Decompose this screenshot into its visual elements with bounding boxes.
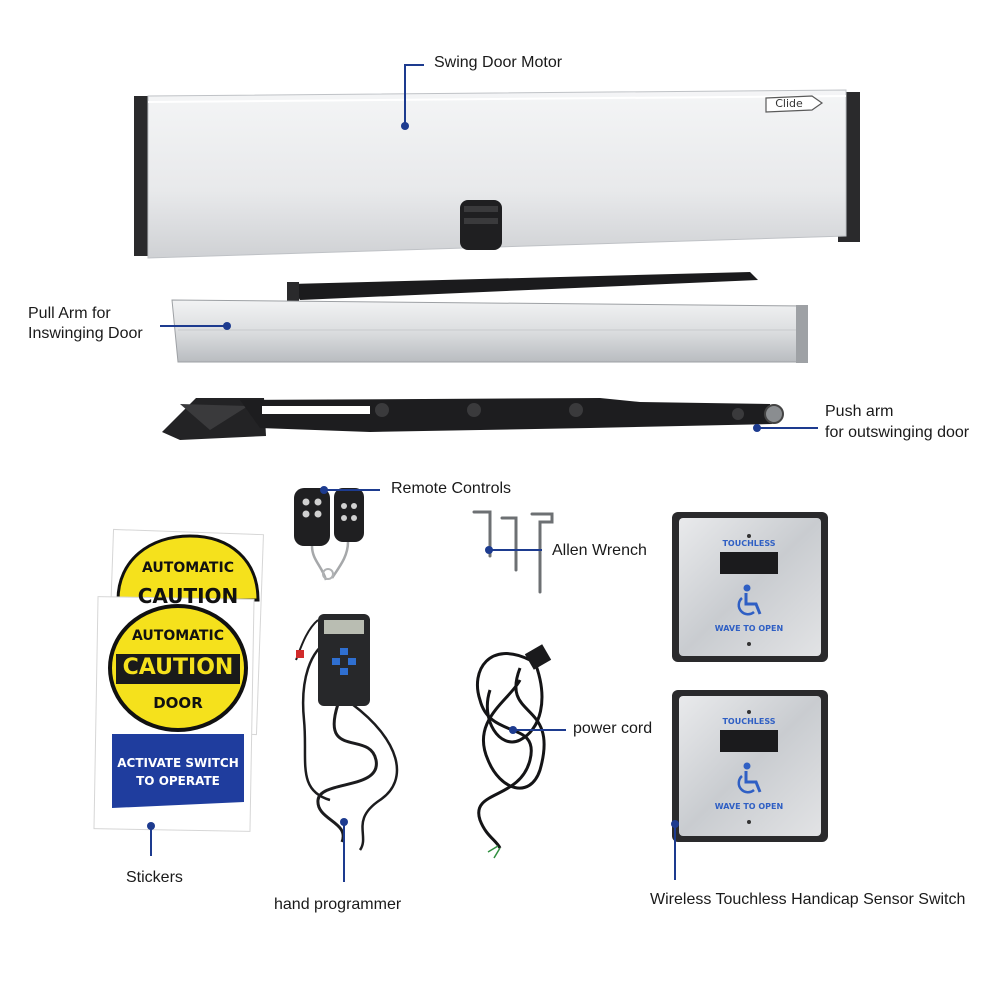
label-push-arm-line1: Push arm: [825, 403, 894, 420]
remote-controls: [294, 488, 364, 581]
hand-programmer-device: [295, 614, 399, 851]
callout-dot-allen: [485, 546, 493, 554]
allen-wrenches: [472, 510, 554, 594]
sticker-back-line2: CAUTION: [137, 584, 239, 608]
callout-line-hand-programmer: [343, 822, 345, 882]
callout-line-power-cord: [514, 729, 566, 731]
callout-line-allen: [490, 549, 542, 551]
wheelchair-icon: [734, 584, 766, 618]
callout-dot-motor: [401, 122, 409, 130]
callout-line-motor-h: [404, 64, 424, 66]
label-power-cord: power cord: [573, 720, 653, 737]
label-remote-controls: Remote Controls: [391, 480, 512, 497]
switch-bottom-touchless: TOUCHLESS: [722, 717, 776, 726]
callout-line-stickers: [150, 826, 152, 856]
label-hand-programmer: hand programmer: [274, 896, 402, 913]
label-push-arm-line2: for outswinging door: [825, 424, 970, 441]
sticker-front-line1: AUTOMATIC: [132, 628, 224, 644]
stickers-item: [93, 528, 264, 832]
motor-brand-badge: Clide: [775, 97, 803, 110]
callout-dot-power-cord: [509, 726, 517, 734]
push-arm: [162, 398, 784, 440]
sticker-front-line5: TO OPERATE: [136, 774, 220, 788]
sticker-front-line2: CAUTION: [122, 655, 234, 680]
label-pull-arm-line1: Pull Arm for: [28, 305, 111, 322]
callout-line-pull-arm: [160, 325, 226, 327]
callout-dot-push-arm: [753, 424, 761, 432]
sticker-front-line4: ACTIVATE SWITCH: [117, 756, 239, 770]
callout-line-remote: [324, 489, 380, 491]
label-allen-wrench: Allen Wrench: [552, 542, 647, 559]
switch-top-touchless: TOUCHLESS: [722, 539, 776, 548]
label-stickers: Stickers: [126, 869, 183, 886]
label-swing-door-motor: Swing Door Motor: [434, 54, 563, 71]
switch-top-wave: WAVE TO OPEN: [714, 624, 784, 633]
callout-line-motor: [404, 64, 406, 126]
callout-line-sensor-switch: [674, 824, 676, 880]
pull-arm: [171, 272, 808, 363]
label-sensor-switch: Wireless Touchless Handicap Sensor Switc…: [650, 891, 966, 908]
sticker-front-line3: DOOR: [153, 694, 203, 712]
callout-dot-pull-arm: [223, 322, 231, 330]
label-pull-arm-line2: Inswinging Door: [28, 325, 143, 342]
power-cord-item: [475, 644, 552, 859]
wheelchair-icon: [734, 762, 766, 796]
callout-line-push-arm: [758, 427, 818, 429]
swing-door-motor: [134, 89, 860, 259]
callout-dot-remote: [320, 486, 328, 494]
switch-bottom-wave: WAVE TO OPEN: [714, 802, 784, 811]
sticker-back-line1: AUTOMATIC: [142, 560, 234, 576]
